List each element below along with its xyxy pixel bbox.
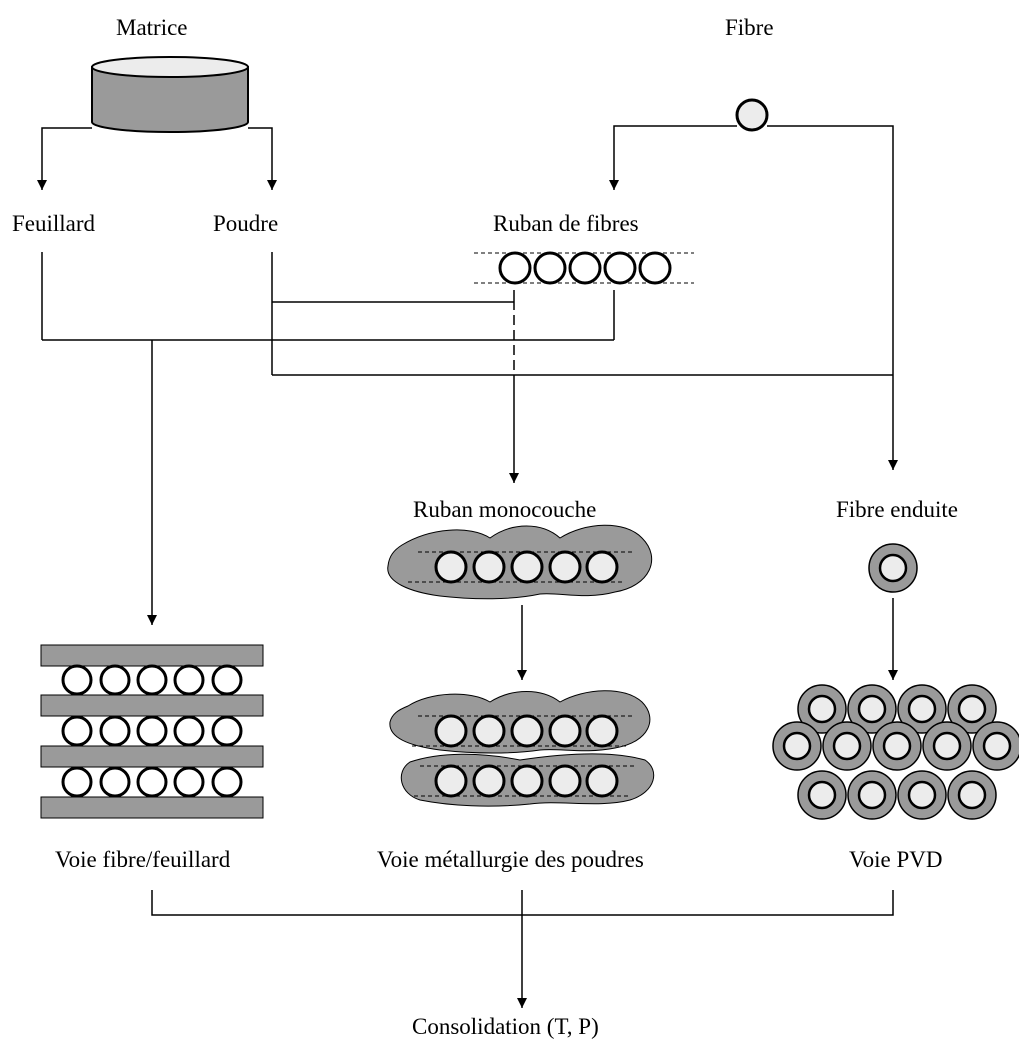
coated-fibre-icon — [868, 543, 918, 593]
fibre-ribbon-icon — [474, 251, 694, 285]
powder-route-label: Voie métallurgie des poudres — [377, 847, 644, 872]
monolayer-ribbon-icon — [387, 524, 653, 600]
matrix-cylinder-icon — [91, 56, 249, 133]
coated-fibre-core — [957, 780, 987, 810]
powder-stack-icon — [389, 690, 655, 807]
coated-fibre-core — [807, 780, 837, 810]
coated-fibre-core — [957, 694, 987, 724]
coated-fibre-core — [907, 694, 937, 724]
coated-fibre-core — [932, 731, 962, 761]
feuillard-label: Feuillard — [12, 211, 96, 236]
pvd-route-label: Voie PVD — [849, 847, 943, 872]
connector-lines — [37, 125, 898, 1008]
pvd-bundle-icon — [772, 684, 1019, 820]
foil-route-label: Voie fibre/feuillard — [55, 847, 231, 872]
coated-fibre-core — [857, 780, 887, 810]
coated-fibre-core — [982, 731, 1012, 761]
coated-fibre-core — [782, 731, 812, 761]
coated-fibre-core — [857, 694, 887, 724]
matrix-label: Matrice — [116, 15, 188, 40]
foil-stack-icon — [40, 644, 264, 819]
poudre-label: Poudre — [213, 211, 279, 236]
fibre-ribbon-label: Ruban de fibres — [493, 211, 639, 236]
fibre-icon — [735, 98, 769, 132]
coated-fibre-core — [882, 731, 912, 761]
fibre-label: Fibre — [725, 15, 774, 40]
coated-fibre-core — [832, 731, 862, 761]
coated-fibre-core — [807, 694, 837, 724]
monolayer-ribbon-label: Ruban monocouche — [413, 497, 597, 522]
coated-fibre-label: Fibre enduite — [836, 497, 958, 522]
consolidation-label: Consolidation (T, P) — [412, 1014, 599, 1039]
coated-fibre-core — [907, 780, 937, 810]
